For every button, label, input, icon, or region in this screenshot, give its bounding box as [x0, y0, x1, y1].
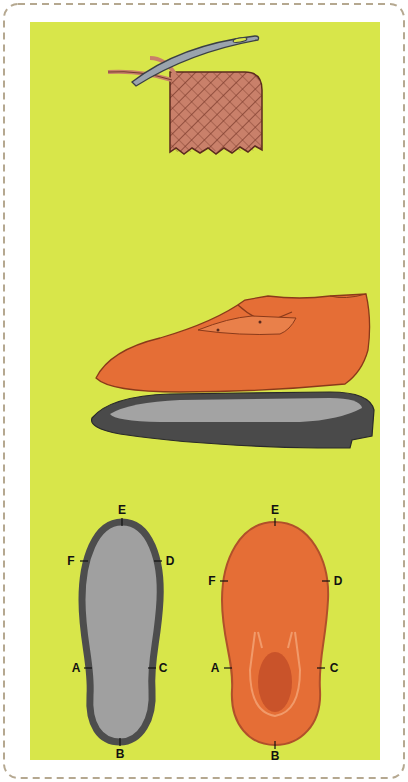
point-letter: D [166, 555, 175, 567]
point-letter: A [72, 662, 81, 674]
point-letter: B [116, 748, 125, 760]
point-letter: D [334, 575, 343, 587]
point-letter: C [330, 662, 339, 674]
point-letter: E [118, 504, 126, 516]
point-letter: B [271, 750, 280, 762]
point-letter: E [271, 504, 279, 516]
panel [30, 22, 380, 760]
dashed-frame [4, 4, 404, 778]
point-letter: F [67, 555, 74, 567]
point-letter: F [208, 575, 215, 587]
point-letter: A [211, 662, 220, 674]
point-letter: C [159, 662, 168, 674]
